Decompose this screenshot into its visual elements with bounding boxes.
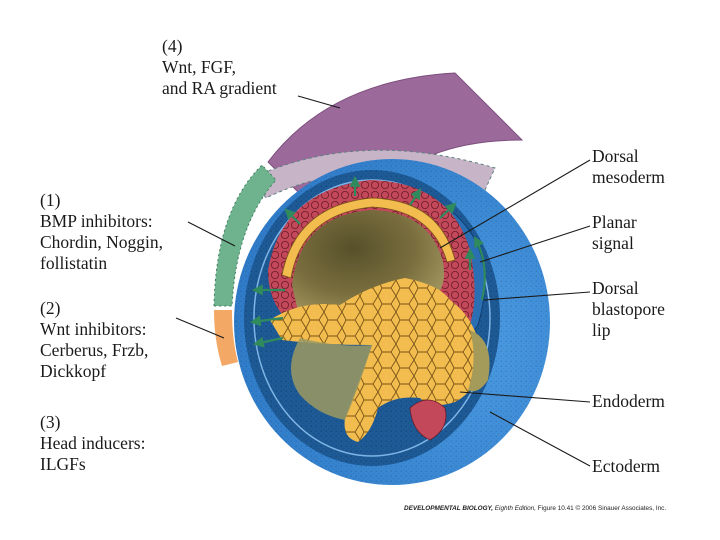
bmp-inhibitor-band [213, 164, 277, 307]
caption-edition: Eighth Edition, [494, 505, 537, 512]
label-dorsal-blastopore-lip: Dorsal blastopore lip [592, 278, 665, 340]
mesoderm-pocket [409, 399, 447, 441]
label-dorsal-mesoderm: Dorsal mesoderm [592, 146, 665, 187]
figure-caption: DEVELOPMENTAL BIOLOGY, Eighth Edition, F… [404, 505, 666, 512]
signal-arrows [249, 175, 476, 348]
endoderm-roof [281, 197, 456, 279]
label-planar-signal: Planar signal [592, 212, 637, 253]
wnt-inhibitor-band [214, 310, 238, 366]
label-head-inducers: (3) Head inducers: ILGFs [40, 412, 146, 474]
label-wnt-inhibitors: (2) Wnt inhibitors: Cerberus, Frzb, Dick… [40, 298, 149, 381]
leader-lines [175, 95, 591, 467]
label-endoderm: Endoderm [592, 391, 665, 411]
label-ectoderm: Ectoderm [592, 456, 661, 476]
label-bmp-inhibitors: (1) BMP inhibitors: Chordin, Noggin, fol… [40, 190, 163, 273]
caption-figure: Figure 10.41 [537, 505, 574, 512]
caption-book: DEVELOPMENTAL BIOLOGY, [404, 505, 494, 512]
label-wnt-fgf-ra-gradient: (4) Wnt, FGF, and RA gradient [162, 36, 277, 98]
olive-lip-region [468, 330, 490, 392]
caption-copyright: © 2006 Sinauer Associates, Inc. [575, 505, 667, 512]
vegetal-yolk [291, 338, 372, 420]
planar-signal-arrow [473, 236, 486, 301]
